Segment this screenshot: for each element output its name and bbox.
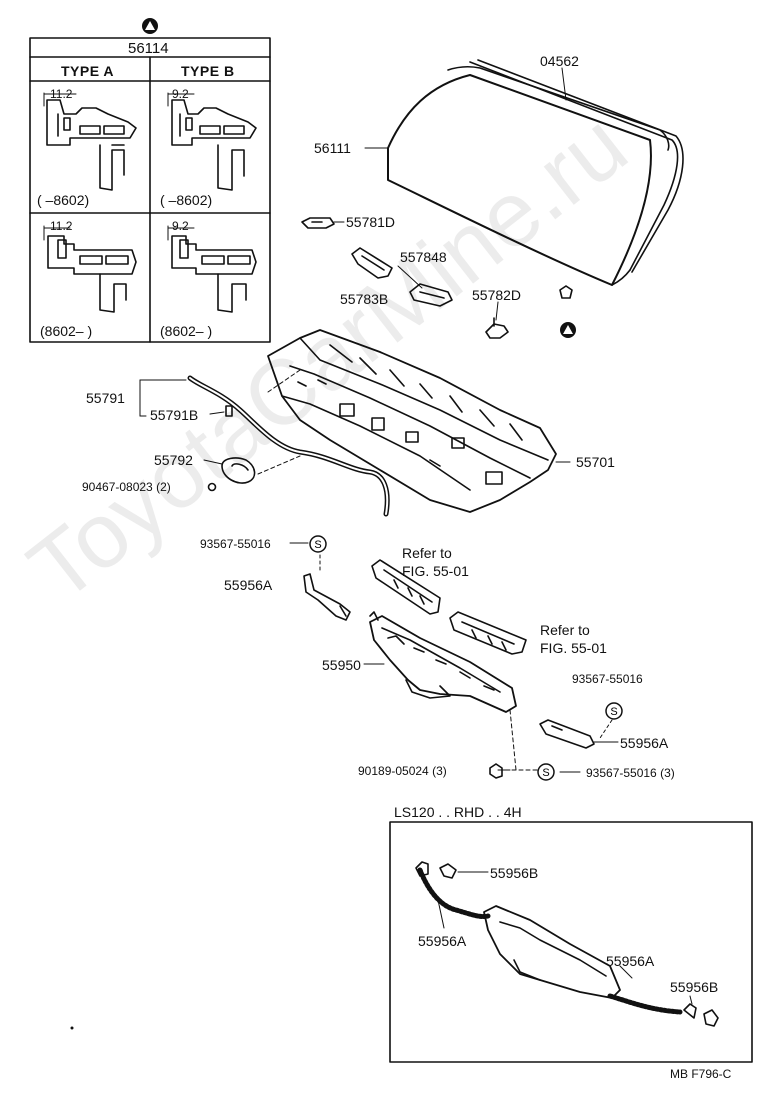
variant-washer-hose (417, 867, 683, 1015)
label-55956A-b: 55956A (620, 735, 669, 751)
range-a-top: ( –8602) (37, 192, 90, 208)
label-93567-c: 93567-55016 (3) (586, 766, 675, 780)
grommet-55792 (221, 457, 256, 484)
variant-box (389, 821, 753, 1063)
variant-louver (483, 905, 621, 999)
nut-90467 (207, 482, 217, 492)
inset-title: 56114 (128, 40, 169, 57)
label-refer-2b: FIG. 55-01 (540, 640, 607, 656)
dim-a-bottom: 11.2 (50, 219, 73, 233)
clip-55783B (351, 247, 393, 279)
washer-nozzle-55956A-upper (303, 573, 351, 621)
cowl-louver-55950 (369, 611, 517, 713)
label-55701: 55701 (576, 454, 615, 470)
clip-windshield-small (559, 285, 573, 299)
washer-nozzle-55956A-lower (539, 719, 595, 749)
seal-55791 (187, 375, 390, 517)
label-55956A-1: 55956A (418, 933, 467, 949)
label-55783B: 55783B (340, 291, 389, 307)
clip-type-b-bottom (167, 225, 257, 313)
louver-cover-refer-2 (449, 611, 527, 655)
clip-type-a-top (43, 92, 137, 191)
dim-b-top: 9.2 (172, 87, 189, 101)
label-04562: 04562 (540, 53, 579, 69)
range-a-bottom: (8602– ) (40, 323, 93, 339)
label-55956A-a: 55956A (224, 577, 273, 593)
s-mark-icon-3 (537, 763, 555, 781)
variant-title: LS120 . . RHD . . 4H (394, 804, 522, 820)
s-mark-text-1: S (314, 539, 321, 551)
label-55791: 55791 (86, 390, 125, 406)
range-b-top: ( –8602) (160, 192, 213, 208)
label-90467: 90467-08023 (2) (82, 480, 171, 494)
label-55792: 55792 (154, 452, 193, 468)
nut-90189 (489, 763, 503, 779)
clip-557848 (409, 283, 453, 307)
label-55956A-2: 55956A (606, 953, 655, 969)
dim-b-bottom: 9.2 (172, 219, 189, 233)
footer-code: MB F796-C (670, 1067, 732, 1081)
s-mark-icon-1 (309, 535, 327, 553)
range-b-bottom: (8602– ) (160, 323, 213, 339)
inset-type-b: TYPE B (181, 63, 235, 79)
label-55781D: 55781D (346, 214, 396, 230)
label-refer-1b: FIG. 55-01 (402, 563, 469, 579)
label-55950: 55950 (322, 657, 361, 673)
inset-type-a: TYPE A (61, 63, 115, 79)
label-56111: 56111 (314, 140, 351, 156)
label-55956B-2: 55956B (670, 979, 719, 995)
label-refer-1a: Refer to (402, 545, 452, 561)
label-90189: 90189-05024 (3) (358, 764, 447, 778)
windshield-glass-56111 (387, 59, 684, 286)
seal-55791B (225, 405, 233, 417)
s-mark-text-2: S (610, 706, 617, 718)
variant-nozzle-55956B-1 (415, 861, 457, 879)
label-55956B-1: 55956B (490, 865, 539, 881)
label-93567-b: 93567-55016 (572, 672, 643, 686)
s-mark-text-3: S (542, 767, 549, 779)
variant-nozzle-55956B-2 (683, 1003, 719, 1027)
louver-cover-refer-1 (371, 559, 441, 615)
inset-56114-box (29, 37, 271, 343)
label-refer-2a: Refer to (540, 622, 590, 638)
dim-a-top: 11.2 (50, 87, 73, 101)
triangle-mark-icon-clip (560, 322, 576, 338)
triangle-mark-icon-top (142, 18, 158, 34)
clip-55781D (301, 217, 335, 229)
clip-type-a-bottom (43, 225, 137, 313)
label-55782D: 55782D (472, 287, 522, 303)
clip-55782D (485, 317, 509, 339)
label-55791B: 55791B (150, 407, 199, 423)
s-mark-icon-2 (605, 702, 623, 720)
clip-type-b-top (167, 92, 257, 191)
cowl-panel-55701 (267, 329, 557, 513)
label-557848: 557848 (400, 249, 447, 265)
label-93567-a: 93567-55016 (200, 537, 271, 551)
